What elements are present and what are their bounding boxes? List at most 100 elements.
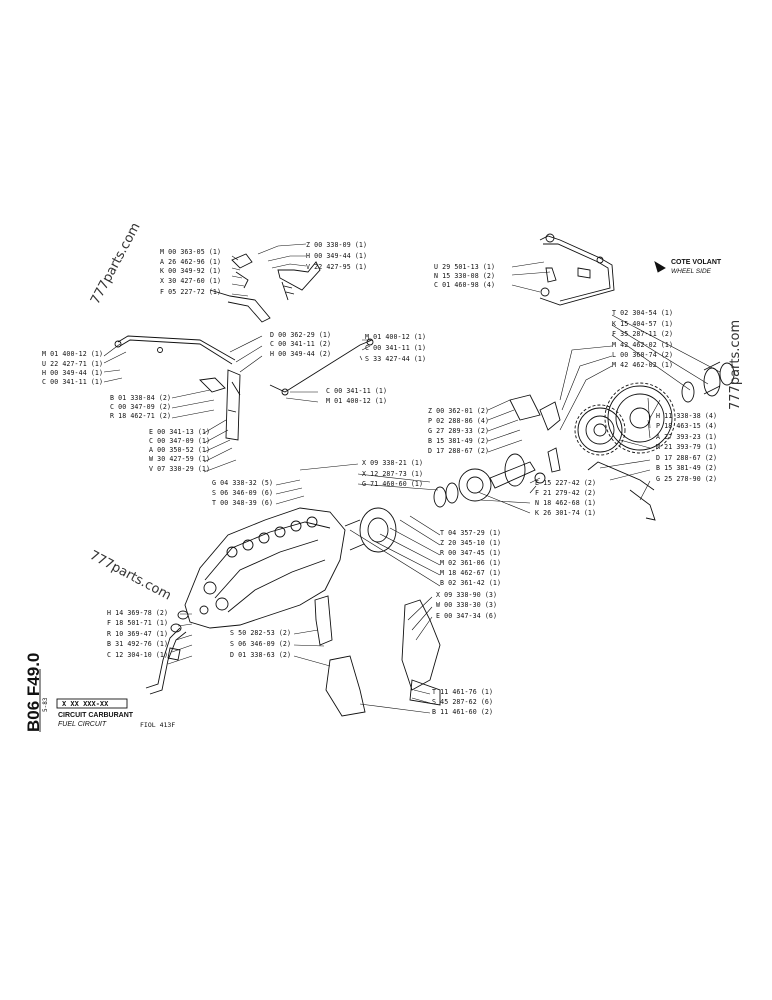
callout-label: C 00 347-09 (1) xyxy=(149,437,211,445)
title-fr: CIRCUIT CARBURANT xyxy=(58,712,134,719)
engine-block xyxy=(184,507,346,629)
callout-label: R 18 462-71 (2) xyxy=(110,412,172,420)
side-note-fr: COTE VOLANT xyxy=(671,259,722,266)
callout-label: K 00 349-92 (1) xyxy=(160,267,222,275)
callout-label: C 00 347-09 (2) xyxy=(110,403,172,411)
callout-label: E 00 341-13 (1) xyxy=(149,428,211,436)
callout-label: B 02 361-42 (1) xyxy=(440,579,502,587)
callout-label: C 01 460-98 (4) xyxy=(434,281,496,289)
callout-label: M 42 462-02 (1) xyxy=(612,361,674,369)
callout-label: B 11 461-60 (2) xyxy=(432,708,494,716)
callout-label: R 10 369-47 (1) xyxy=(107,630,169,638)
small-gear xyxy=(574,404,626,456)
watermark-right: 777parts.com xyxy=(728,319,743,410)
sheet-date: 5-83 xyxy=(42,697,49,712)
callout-label: Z 00 338-09 (1) xyxy=(306,241,368,249)
callout-label: H 00 349-44 (1) xyxy=(42,369,104,377)
throttle-lever xyxy=(225,369,241,441)
sheet-code: B06 F49.0 xyxy=(24,652,43,732)
callout-label: M 01 400-12 (1) xyxy=(326,397,388,405)
callout-label: M 01 400-12 (1) xyxy=(365,333,427,341)
callout-label: M 21 393-79 (1) xyxy=(656,443,718,451)
callout-label: X 30 427-60 (1) xyxy=(160,277,222,285)
drive-flywheel xyxy=(433,453,536,508)
callout-label: T 11 461-76 (1) xyxy=(432,688,494,696)
callout-label: S 06 346-09 (2) xyxy=(230,640,292,648)
callout-label: U 29 501-13 (1) xyxy=(434,263,496,271)
callout-label: H 00 349-44 (2) xyxy=(270,350,332,358)
callout-label: C 00 341-11 (2) xyxy=(270,340,332,348)
callout-label: M 00 363-05 (1) xyxy=(160,248,222,256)
callout-label: G 27 289-33 (2) xyxy=(428,427,490,435)
callout-label: F 05 227-72 (1) xyxy=(160,288,222,296)
callout-label: B 15 381-49 (2) xyxy=(428,437,490,445)
callout-label: B 31 492-76 (1) xyxy=(107,640,169,648)
callout-label: B 15 381-49 (2) xyxy=(656,464,718,472)
part-number-placeholder: X XX XXX-XX xyxy=(62,700,109,708)
side-note-en: WHEEL SIDE xyxy=(671,268,711,275)
pump-hub xyxy=(344,507,397,553)
callout-label: N 18 462-68 (1) xyxy=(535,499,597,507)
drive-shaft xyxy=(587,461,655,491)
leader-lines xyxy=(103,243,721,714)
callout-label: S 33 427-44 (1) xyxy=(365,355,427,363)
callout-label: A 27 393-23 (1) xyxy=(656,433,718,441)
lower-bracket xyxy=(314,595,333,646)
callout-label: M 42 462-02 (1) xyxy=(612,341,674,349)
callout-label: D 17 288-67 (2) xyxy=(656,454,718,462)
throttle-rod-left xyxy=(117,335,236,361)
callout-label: S 45 287-62 (6) xyxy=(432,698,494,706)
callout-label: X 09 338-21 (1) xyxy=(362,459,424,467)
callout-label: C 00 341-11 (1) xyxy=(365,344,427,352)
callout-label: Z 00 362-01 (2) xyxy=(428,407,490,415)
callout-label: W 00 338-30 (3) xyxy=(436,601,498,609)
callout-label: F 35 287-11 (2) xyxy=(612,330,674,338)
callout-label: X 09 338-90 (3) xyxy=(436,591,498,599)
callout-label: N 15 330-08 (2) xyxy=(434,272,496,280)
callout-label: A 00 350-52 (1) xyxy=(149,446,211,454)
callout-label: C 00 341-11 (1) xyxy=(326,387,388,395)
fuel-pipe xyxy=(539,235,615,306)
callout-label: T 00 348-39 (6) xyxy=(212,499,274,507)
hub-sleeve xyxy=(681,361,735,403)
callout-label: F 21 279-42 (2) xyxy=(535,489,597,497)
spring-bracket xyxy=(231,253,253,289)
callout-label: C 12 304-10 (1) xyxy=(107,651,169,659)
callout-label: H 11 338-38 (4) xyxy=(656,412,718,420)
callout-label: G 04 338-32 (5) xyxy=(212,479,274,487)
model-ref: FIOL 413F xyxy=(140,721,176,729)
control-rod-middle xyxy=(269,339,373,393)
callout-label: B 01 338-84 (2) xyxy=(110,394,172,402)
callout-label: P 18 463-15 (4) xyxy=(656,422,718,430)
callout-label: E 15 227-42 (2) xyxy=(535,479,597,487)
callout-label: V 22 427-95 (1) xyxy=(306,263,368,271)
inlet-pipe xyxy=(149,631,187,695)
callout-label: G 25 278-90 (2) xyxy=(656,475,718,483)
callout-label: S 50 282-53 (2) xyxy=(230,629,292,637)
callout-label: M 01 400-12 (1) xyxy=(42,350,104,358)
callout-label: T 04 357-29 (1) xyxy=(440,529,502,537)
callout-label: P 02 288-86 (4) xyxy=(428,417,490,425)
callout-label: F 18 501-71 (1) xyxy=(107,619,169,627)
callout-label: K 15 404-57 (1) xyxy=(612,320,674,328)
callout-label: U 22 427-71 (1) xyxy=(42,360,104,368)
callout-label: V 07 330-29 (1) xyxy=(149,465,211,473)
callout-label: H 00 349-44 (1) xyxy=(306,252,368,260)
callout-label: D 17 288-67 (2) xyxy=(428,447,490,455)
callout-label: X 12 287-73 (1) xyxy=(362,470,424,478)
callout-label: S 06 346-09 (6) xyxy=(212,489,274,497)
callout-label: L 00 360-74 (2) xyxy=(612,351,674,359)
callout-label: M 18 462-67 (1) xyxy=(440,569,502,577)
title-en: FUEL CIRCUIT xyxy=(58,721,107,728)
callout-label: W 30 427-59 (1) xyxy=(149,455,211,463)
callout-label: C 00 341-11 (1) xyxy=(42,378,104,386)
callout-label: D 00 362-29 (1) xyxy=(270,331,332,339)
callout-label: T 02 304-54 (1) xyxy=(612,309,674,317)
callout-label: E 00 347-34 (6) xyxy=(436,612,498,620)
callout-label: R 00 347-45 (1) xyxy=(440,549,502,557)
callout-label: G 71 460-60 (1) xyxy=(362,480,424,488)
callout-label: Z 20 345-10 (1) xyxy=(440,539,502,547)
callout-label: D 01 338-63 (2) xyxy=(230,651,292,659)
